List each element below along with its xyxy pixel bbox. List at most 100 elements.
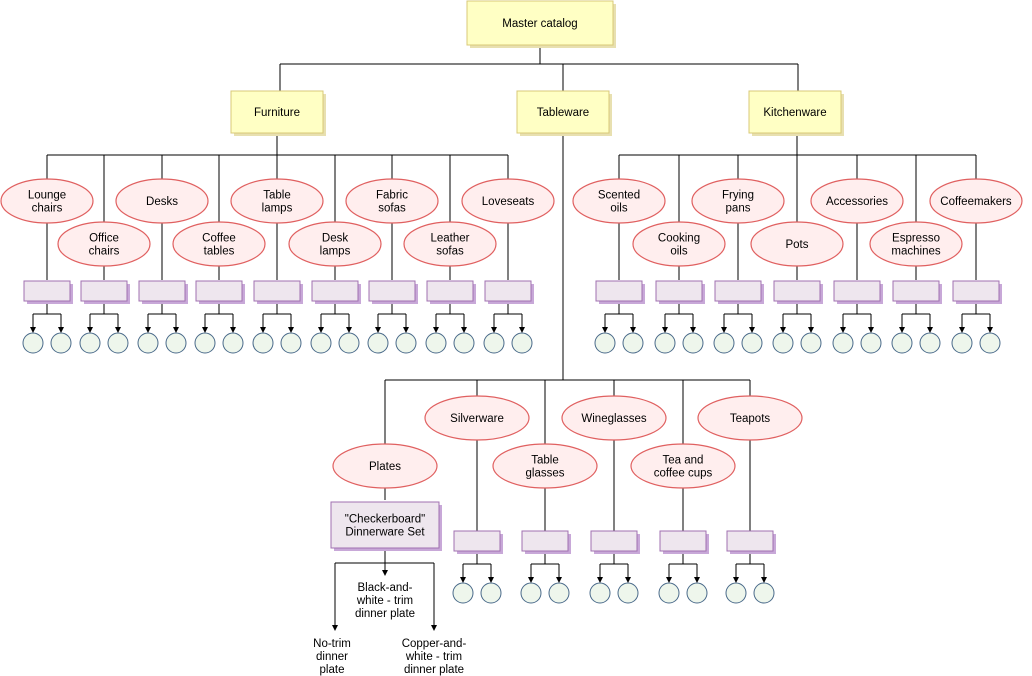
furniture-item-oval	[461, 178, 555, 224]
leaf-circle	[79, 332, 101, 354]
furniture-item-oval	[345, 178, 439, 224]
item-box	[484, 280, 532, 302]
tableware-item-oval	[424, 395, 530, 441]
kitchenware-item-oval	[632, 221, 726, 267]
item-box	[23, 280, 71, 302]
item-box	[659, 530, 707, 552]
item-box	[714, 280, 762, 302]
leaf-circle	[682, 332, 704, 354]
item-box	[253, 280, 301, 302]
item-box	[368, 280, 416, 302]
furniture-item-oval	[57, 221, 151, 267]
leaf-circle	[753, 582, 775, 604]
tableware-item-oval	[697, 395, 803, 441]
leaf-circle	[480, 582, 502, 604]
furniture-item-oval	[288, 221, 382, 267]
item-box	[195, 280, 243, 302]
item-box	[311, 280, 359, 302]
kitchenware-item-oval-label: Coffeemakers	[940, 196, 1012, 208]
leaf-circle	[452, 582, 474, 604]
item-box	[138, 280, 186, 302]
furniture-item-oval	[115, 178, 209, 224]
tableware-item-oval	[630, 443, 736, 489]
leaf-circle	[951, 332, 973, 354]
item-box	[521, 530, 569, 552]
furniture-item-oval	[172, 221, 266, 267]
leaf-circle	[654, 332, 676, 354]
leaf-circle	[22, 332, 44, 354]
tableware-item-oval	[332, 443, 438, 489]
leaf-circle	[310, 332, 332, 354]
leaf-circle	[589, 582, 611, 604]
leaf-circle	[338, 332, 360, 354]
furniture-item-oval-label: Loveseats	[482, 196, 535, 208]
item-box	[892, 280, 940, 302]
leaf-circle	[622, 332, 644, 354]
root-node-label: Master catalog	[502, 18, 577, 30]
leaf-circle	[367, 332, 389, 354]
item-box	[426, 280, 474, 302]
leaf-circle	[107, 332, 129, 354]
furniture-item-oval	[403, 221, 497, 267]
root-node	[466, 0, 614, 46]
leaf-circle	[594, 332, 616, 354]
leaf-circle	[165, 332, 187, 354]
kitchenware-item-oval	[810, 178, 904, 224]
leaf-circle	[395, 332, 417, 354]
leaf-circle	[979, 332, 1001, 354]
item-box	[595, 280, 643, 302]
product-label: "Checkerboard"Dinnerware Set	[345, 514, 426, 539]
leaf-circle	[832, 332, 854, 354]
tableware-item-oval	[561, 395, 667, 441]
item-box	[453, 530, 501, 552]
kitchenware-item-oval	[572, 178, 666, 224]
leaf-circle	[772, 332, 794, 354]
item-box	[773, 280, 821, 302]
leaf-circle	[453, 332, 475, 354]
category-furniture	[230, 90, 324, 134]
leaf-circle	[222, 332, 244, 354]
kitchenware-item-oval-label: Pots	[785, 239, 808, 251]
category-furniture-label: Furniture	[254, 107, 300, 119]
leaf-circle	[800, 332, 822, 354]
leaf-circle	[511, 332, 533, 354]
leaf-circle	[741, 332, 763, 354]
category-tableware-label: Tableware	[537, 107, 589, 119]
leaf-circle	[548, 582, 570, 604]
tableware-item-oval-label: Plates	[369, 461, 401, 473]
item-box	[590, 530, 638, 552]
leaf-circle	[483, 332, 505, 354]
leaf-circle	[860, 332, 882, 354]
leaf-circle	[686, 582, 708, 604]
leaf-circle	[194, 332, 216, 354]
item-box	[952, 280, 1000, 302]
item-box	[655, 280, 703, 302]
tableware-item-oval	[492, 443, 598, 489]
product-box	[330, 501, 440, 549]
leaf-circle	[252, 332, 274, 354]
leaf-circle	[280, 332, 302, 354]
furniture-item-oval	[230, 178, 324, 224]
furniture-item-oval-label: Desks	[146, 196, 178, 208]
furniture-item-oval	[0, 178, 94, 224]
tableware-item-oval-label: Silverware	[450, 413, 504, 425]
tableware-item-oval-label: Wineglasses	[581, 413, 646, 425]
leaf-circle	[50, 332, 72, 354]
kitchenware-item-oval	[750, 221, 844, 267]
